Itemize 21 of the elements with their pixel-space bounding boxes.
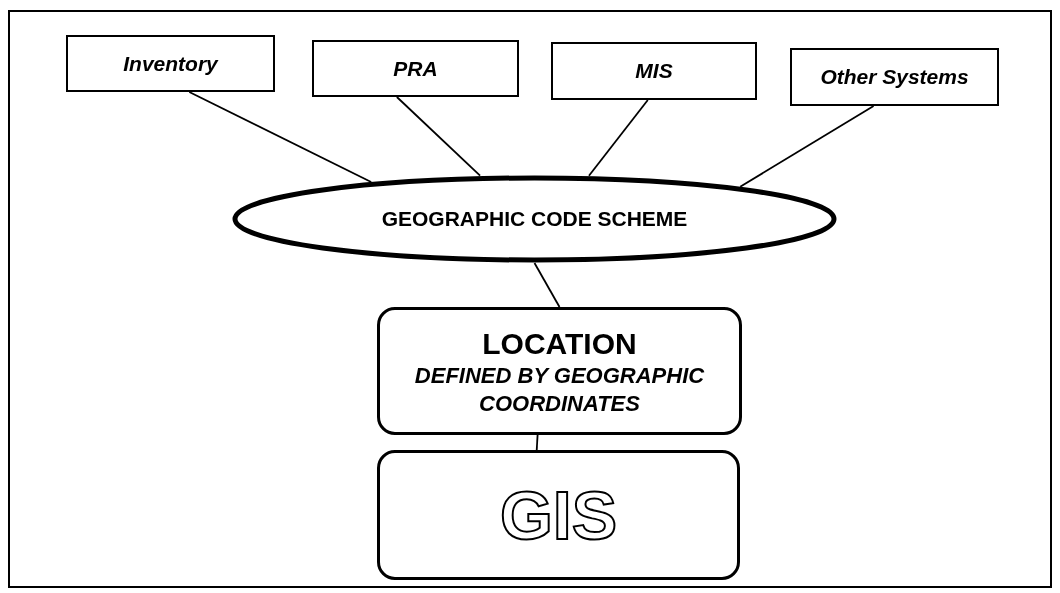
rounded-box [377,450,740,580]
outlined-title: GIS [499,481,618,549]
system-box [312,40,519,97]
system-box [66,35,275,92]
box-label: Other Systems [820,64,969,91]
connector-line [739,105,875,188]
connector-line [588,99,649,177]
connector-line [535,434,539,451]
box-subtitle: DEFINED BY GEOGRAPHIC COORDINATES [413,362,706,418]
rounded-box [377,307,742,435]
ellipse-label: GEOGRAPHIC CODE SCHEME [381,206,688,233]
system-box [790,48,999,106]
ellipse-node [232,175,837,263]
connector-line [533,262,561,308]
system-box [551,42,757,100]
connector-line [395,96,481,177]
box-label: Inventory [123,50,218,77]
connector-line [188,91,373,183]
box-label: PRA [393,55,438,82]
box-label: MIS [635,58,673,85]
box-heading: LOCATION [482,325,637,362]
